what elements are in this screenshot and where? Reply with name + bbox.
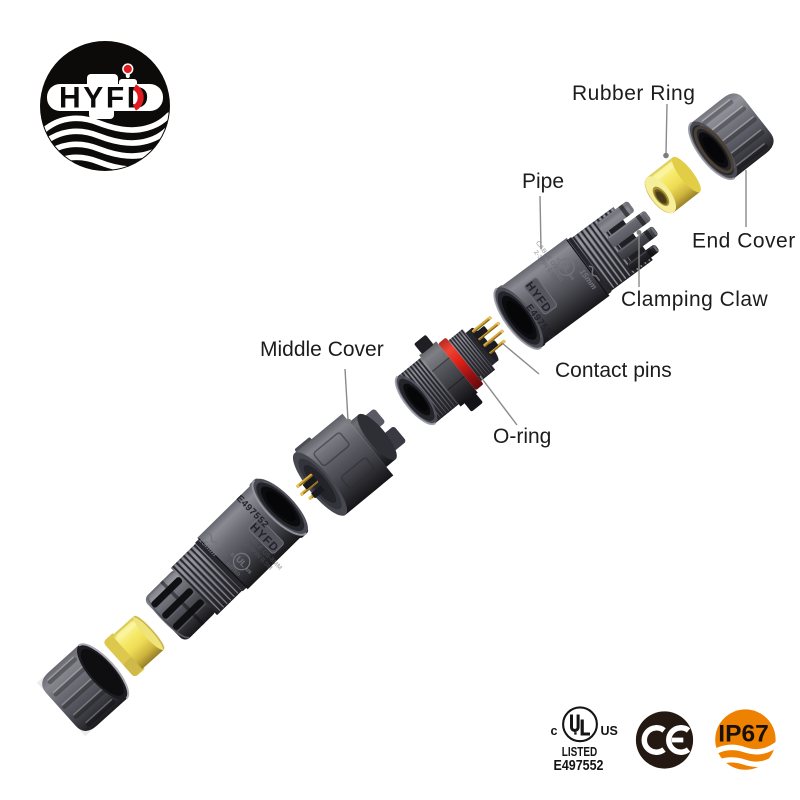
svg-text:HYFD: HYFD bbox=[59, 82, 151, 115]
svg-text:c: c bbox=[229, 552, 235, 558]
svg-text:Middle Cover: Middle Cover bbox=[260, 338, 384, 361]
svg-text:Contact pins: Contact pins bbox=[555, 359, 672, 382]
svg-text:c: c bbox=[554, 256, 561, 262]
svg-text:Pipe: Pipe bbox=[522, 170, 564, 193]
svg-text:O-ring: O-ring bbox=[493, 425, 551, 448]
svg-text:End Cover: End Cover bbox=[692, 230, 796, 253]
svg-text:US: US bbox=[601, 724, 618, 738]
svg-text:c: c bbox=[551, 724, 558, 738]
svg-text:Clamping Claw: Clamping Claw bbox=[621, 288, 768, 311]
svg-text:Rubber Ring: Rubber Ring bbox=[572, 82, 695, 105]
svg-text:LISTED: LISTED bbox=[562, 745, 598, 759]
svg-text:us: us bbox=[567, 273, 576, 282]
svg-text:IP67: IP67 bbox=[718, 721, 769, 748]
svg-text:E497552: E497552 bbox=[554, 758, 604, 774]
svg-text:us: us bbox=[244, 567, 253, 576]
